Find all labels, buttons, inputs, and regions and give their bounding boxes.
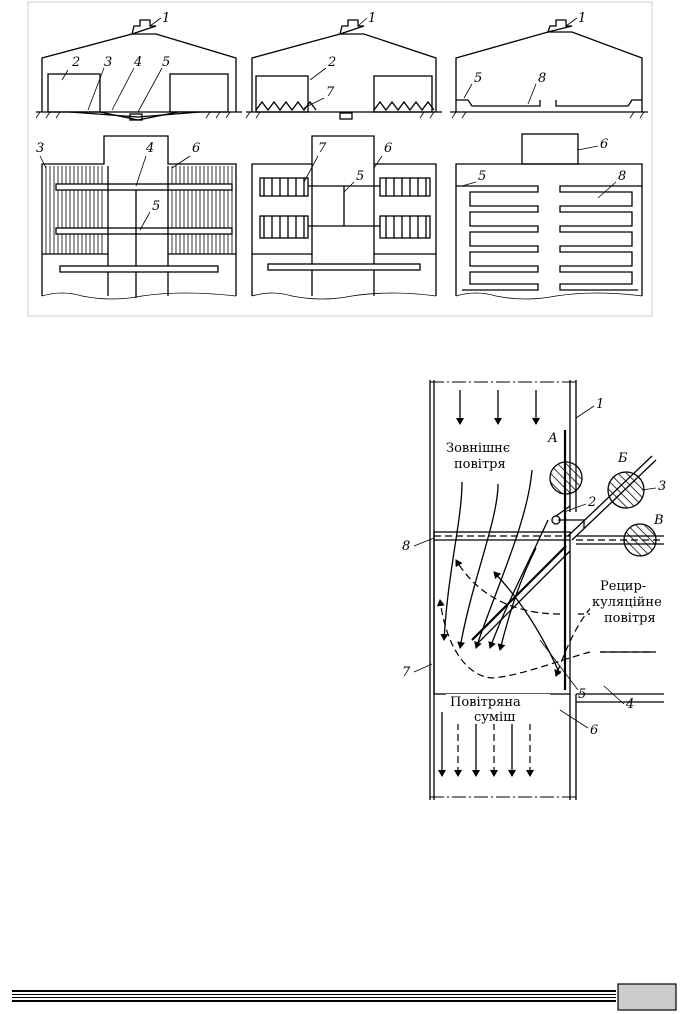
- label-3: 3: [36, 141, 44, 156]
- label-3: 3: [658, 479, 666, 494]
- label-1: 1: [162, 11, 170, 26]
- outside-air-label: Зовнішнє повітря: [446, 441, 514, 472]
- panel-3-elevation: [450, 20, 648, 118]
- label-2: 2: [71, 55, 80, 70]
- label-5: 5: [162, 55, 170, 70]
- label-8: 8: [618, 169, 626, 184]
- label-5: 5: [356, 169, 364, 184]
- position-a-circle: [550, 462, 582, 494]
- panel-1-plan: [42, 136, 236, 299]
- label-2: 2: [587, 495, 596, 510]
- top-figure: 1 1 1 2 3 4 5 2 7 5 8 3 4 6 5 7 6 5 6 5: [28, 2, 652, 316]
- label-4: 4: [145, 141, 154, 156]
- top-figure-labels: 1 1 1 2 3 4 5 2 7 5 8 3 4 6 5 7 6 5 6 5: [36, 11, 626, 230]
- panel-1-elevation: [36, 20, 242, 120]
- label-8: 8: [402, 539, 410, 554]
- label-4: 4: [133, 55, 142, 70]
- panel-2-plan: [252, 136, 436, 299]
- panel-3-plan: [456, 134, 642, 299]
- page-footer: [12, 984, 676, 1010]
- label-6: 6: [192, 141, 200, 156]
- label-5: 5: [152, 199, 160, 214]
- label-4: 4: [625, 697, 634, 712]
- label-3: 3: [104, 55, 112, 70]
- letter-v: В: [653, 513, 664, 528]
- label-6: 6: [590, 723, 598, 738]
- position-v-circle: [624, 524, 656, 556]
- panel-2-elevation: [246, 20, 442, 119]
- label-5: 5: [578, 687, 586, 702]
- label-7: 7: [326, 85, 335, 100]
- label-7: 7: [318, 141, 327, 156]
- label-7: 7: [402, 665, 411, 680]
- letter-a: А: [547, 431, 558, 446]
- label-1: 1: [368, 11, 376, 26]
- label-5: 5: [478, 169, 486, 184]
- label-5: 5: [474, 71, 482, 86]
- label-2: 2: [327, 55, 336, 70]
- label-1: 1: [578, 11, 586, 26]
- label-1: 1: [596, 397, 604, 412]
- letter-b: Б: [617, 451, 628, 466]
- label-8: 8: [538, 71, 546, 86]
- bottom-figure: Зовнішнє повітря Рецир- куляційне повітр…: [402, 380, 666, 800]
- page-number-box: [618, 984, 676, 1010]
- position-b-circle: [608, 472, 644, 508]
- label-6: 6: [600, 137, 608, 152]
- label-6: 6: [384, 141, 392, 156]
